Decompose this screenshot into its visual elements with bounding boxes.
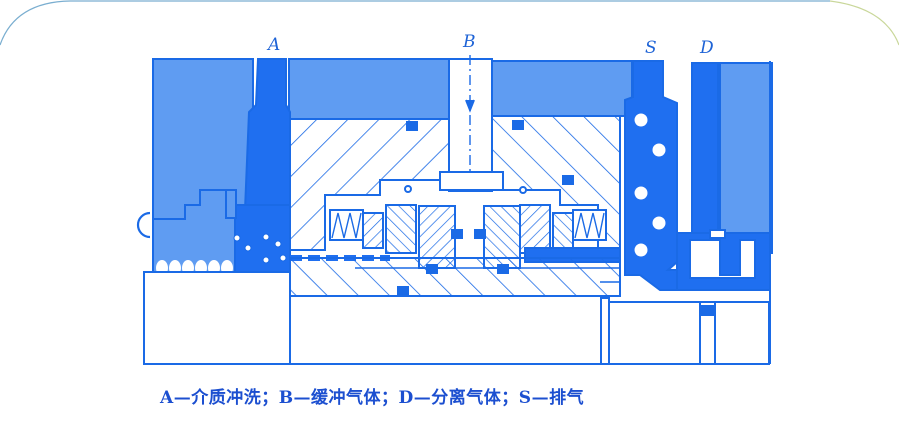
base-right — [608, 301, 770, 365]
diagram-caption: A—介质冲洗；B—缓冲气体；D—分离气体；S—排气 — [160, 388, 585, 408]
hatched-housing-right — [491, 115, 621, 251]
sleeve-lower — [289, 257, 621, 297]
label-S: S — [645, 38, 657, 58]
base-center — [289, 295, 602, 365]
label-B: B — [463, 32, 476, 52]
label-D: D — [700, 38, 714, 58]
channel-D — [691, 62, 719, 234]
label-A: A — [268, 35, 281, 55]
base-left — [143, 271, 291, 365]
